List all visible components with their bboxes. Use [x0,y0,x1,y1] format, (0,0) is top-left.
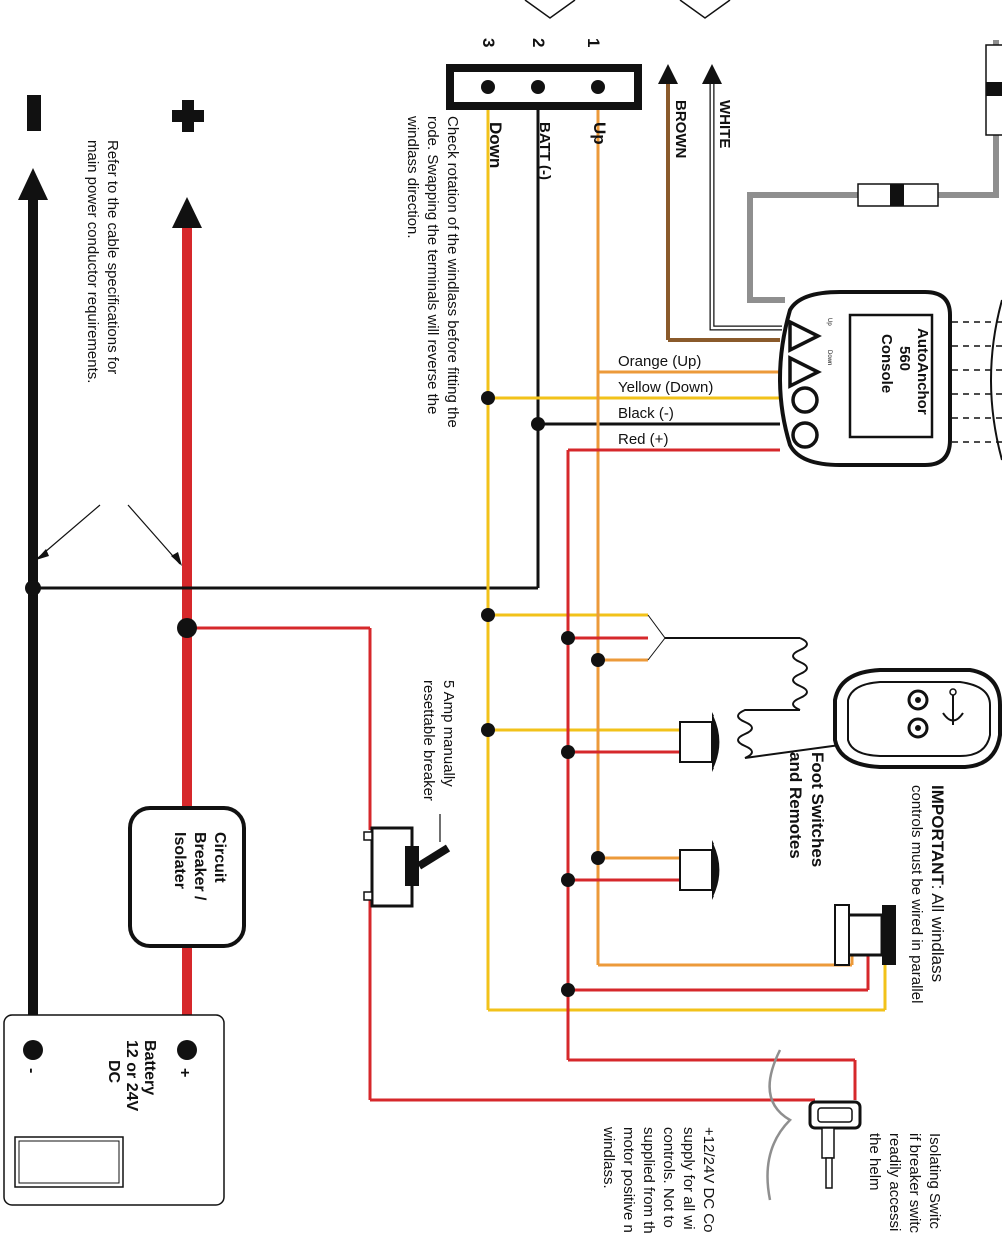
svg-text:5 Amp manually: 5 Amp manually [440,680,457,787]
circuit-breaker-label: Circuit Breaker / Isolater [171,832,228,901]
network-cable [747,40,1002,303]
batt-negative-wire [25,87,780,596]
svg-text:Refer to the cable specificati: Refer to the cable specifications for [104,140,121,374]
svg-text:windlass direction.: windlass direction. [404,115,421,239]
isolating-switch [766,1049,862,1201]
battery-minus-label: - [23,1068,40,1073]
yellow-down-wire [481,87,887,1012]
terminal-number-1: 1 [584,38,603,47]
svg-text:rode. Swapping the terminals w: rode. Swapping the terminals will revers… [424,116,441,414]
orange-wire-label: Orange (Up) [618,353,701,370]
svg-text:Isolating Switc: Isolating Switc [926,1133,943,1229]
svg-text:supplied from th: supplied from th [640,1127,657,1234]
up-terminal-label: Up [590,122,609,145]
circuit-breaker-isolater [128,806,246,948]
console-title: AutoAnchor 560 Console [878,328,931,415]
main-negative-cable [18,168,48,1050]
top-cable-stubs [524,0,731,19]
terminal-number-2: 2 [529,38,548,47]
breaker-label: 5 Amp manually resettable breaker [420,680,457,801]
brown-sensor-wire [658,64,780,342]
svg-text:+12/24V DC Co: +12/24V DC Co [700,1127,717,1232]
control-supply-note: +12/24V DC Co supply for all wi controls… [600,1126,717,1234]
console-lead-arc [990,299,1002,461]
svg-text:Console: Console [878,334,895,393]
battery-plus-label: + [176,1068,193,1077]
console-leads [952,321,1002,443]
brown-wire-label: BROWN [672,100,689,158]
svg-text:Check rotation of the windlass: Check rotation of the windlass before fi… [444,116,461,428]
anchor-icon [942,688,964,725]
battery [3,1014,225,1206]
important-note: IMPORTANT: All windlass controls must be… [908,785,947,1003]
remote-tail [647,614,841,759]
svg-text:main power conductor requireme: main power conductor requirements. [84,140,101,383]
handheld-remote [833,668,1002,769]
white-wire-label: WHITE [716,100,733,148]
svg-text:and Remotes: and Remotes [786,752,805,859]
svg-text:resettable breaker: resettable breaker [420,680,437,801]
svg-text:Foot Switches: Foot Switches [808,752,827,867]
minus-symbol [27,95,41,131]
isolating-switch-note: Isolating Switc if breaker switc readily… [866,1133,943,1234]
svg-text:controls. Not to: controls. Not to [660,1127,677,1228]
foot-switch-up [679,840,721,900]
batt-terminal-label: BATT (-) [536,122,553,180]
console-up-label: Up [826,318,832,326]
svg-text:motor positive n: motor positive n [620,1127,637,1233]
autoanchor-console [778,290,952,467]
red-control-supply-wire [561,448,870,1100]
svg-text:560: 560 [896,346,913,371]
svg-text:Battery: Battery [141,1040,158,1095]
svg-text:readily accessi: readily accessi [886,1133,903,1231]
console-down-label: Down [826,350,832,365]
solenoid-terminal-block [446,64,642,110]
svg-text:supply for all wi: supply for all wi [680,1127,697,1230]
plus-symbol [172,100,204,132]
battery-label: Battery 12 or 24V DC [105,1040,158,1111]
note-pointer-lines [36,504,182,566]
foot-switch-down [679,712,721,772]
orange-up-wire [591,87,854,967]
svg-text:Breaker /: Breaker / [191,832,208,901]
svg-text:AutoAnchor: AutoAnchor [914,328,931,415]
svg-text:Isolater: Isolater [171,832,188,889]
cable-spec-note: Refer to the cable specifications for ma… [84,140,121,383]
yellow-wire-label: Yellow (Down) [618,379,713,396]
svg-text:Circuit: Circuit [211,832,228,883]
svg-text:DC: DC [105,1060,122,1084]
down-terminal-label: Down [486,122,505,168]
rocker-switch [834,904,896,966]
breaker-feed-wire [177,618,815,1102]
svg-text:if breaker switc: if breaker switc [906,1133,923,1234]
svg-text:controls must be wired in para: controls must be wired in parallel [908,785,925,1003]
svg-text:the helm: the helm [866,1133,883,1191]
red-wire-label: Red (+) [618,431,668,448]
five-amp-breaker [363,814,451,908]
terminal-number-3: 3 [479,38,498,47]
foot-switches-label: Foot Switches and Remotes [786,752,827,867]
rotation-note: Check rotation of the windlass before fi… [404,115,461,428]
svg-text:IMPORTANT: All windlass: IMPORTANT: All windlass [928,785,947,982]
svg-text:windlass.: windlass. [600,1126,617,1189]
white-sensor-wire [702,64,782,331]
svg-text:12 or 24V: 12 or 24V [123,1040,140,1111]
black-wire-label: Black (-) [618,405,674,422]
